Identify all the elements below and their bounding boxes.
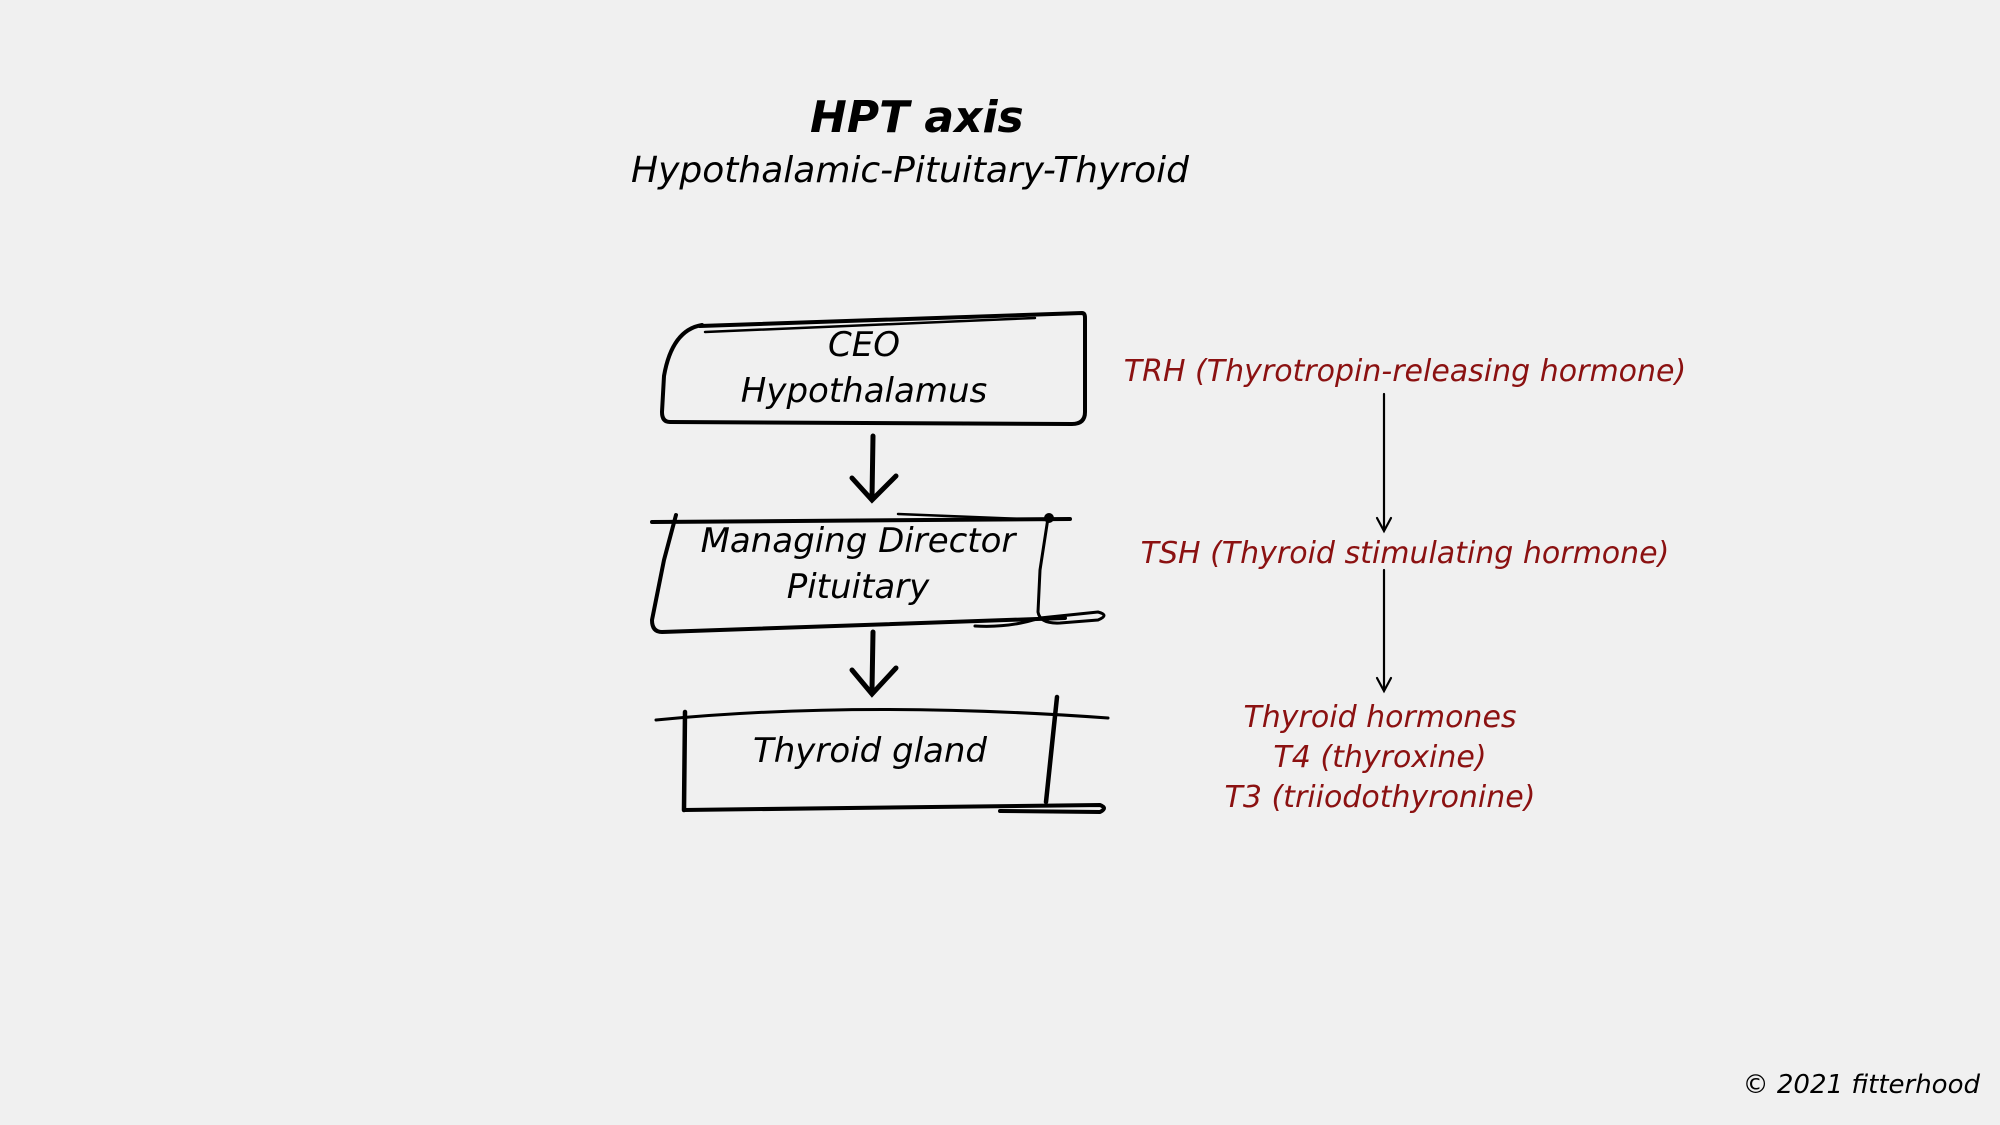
thyroid-box-label: Thyroid gland: [670, 728, 1070, 774]
hypothalamus-name: Hypothalamus: [740, 371, 988, 411]
thyroid-hormones-label: Thyroid hormones T4 (thyroxine) T3 (trii…: [1180, 698, 1580, 818]
trh-label: TRH (Thyrotropin-releasing hormone): [1123, 354, 1687, 389]
tsh-label: TSH (Thyroid stimulating hormone): [1140, 536, 1670, 571]
pituitary-role: Managing Director: [700, 521, 1016, 561]
arrow-trh-to-tsh: [1375, 392, 1393, 534]
thyroid-name: Thyroid gland: [752, 731, 988, 771]
pituitary-name: Pituitary: [786, 567, 930, 607]
hypothalamus-box-label: CEO Hypothalamus: [664, 322, 1064, 414]
pituitary-box-label: Managing Director Pituitary: [658, 518, 1058, 610]
diagram-subtitle: Hypothalamic-Pituitary-Thyroid: [631, 150, 1189, 191]
pituitary-box: [650, 512, 1106, 634]
diagram-title: HPT axis: [810, 92, 1024, 143]
hypothalamus-box: [660, 311, 1087, 426]
hypothalamus-role: CEO: [828, 325, 900, 365]
arrow-pituitary-to-thyroid: [849, 629, 899, 698]
copyright-notice: © 2021 fitterhood: [1742, 1070, 1980, 1100]
arrow-hypothalamus-to-pituitary: [849, 433, 899, 504]
t4-label: T4 (thyroxine): [1273, 740, 1487, 775]
thyroid-box: [654, 694, 1110, 814]
t3-label: T3 (triiodothyronine): [1224, 780, 1536, 815]
arrow-tsh-to-thyroid-hormones: [1375, 568, 1393, 694]
thyroid-hormones-heading: Thyroid hormones: [1243, 700, 1517, 735]
